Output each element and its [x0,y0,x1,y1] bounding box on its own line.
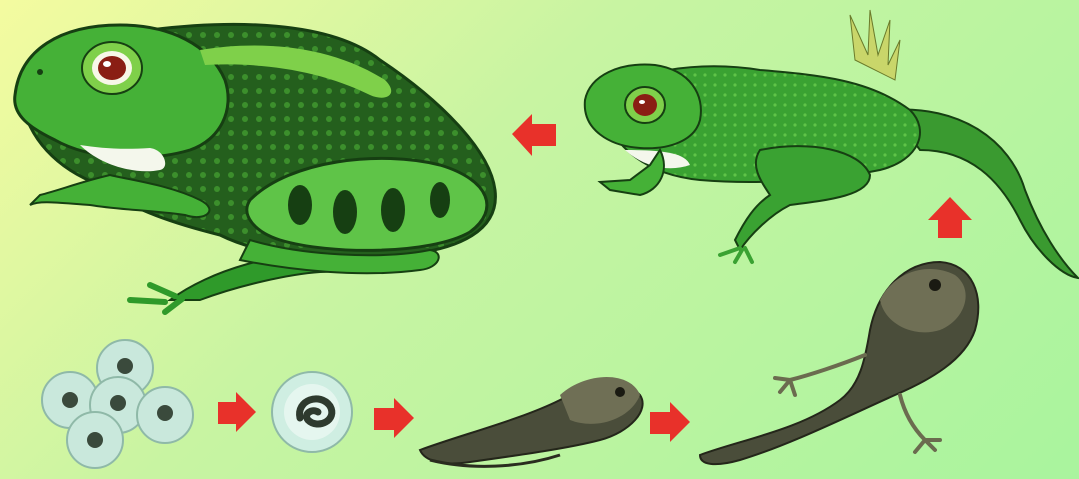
arrow-right-icon [650,402,690,442]
adult-frog-icon [15,24,496,312]
arrow-left-icon [512,114,556,156]
froglet-icon [585,10,1078,278]
arrow-right-icon [374,398,414,438]
embryo-egg-icon [272,372,352,452]
frog-eggs-icon [42,340,193,468]
arrow-right-icon [218,392,256,432]
arrow-up-icon [928,197,972,238]
tadpole-with-legs-icon [700,262,978,464]
tadpole-icon [420,377,643,466]
